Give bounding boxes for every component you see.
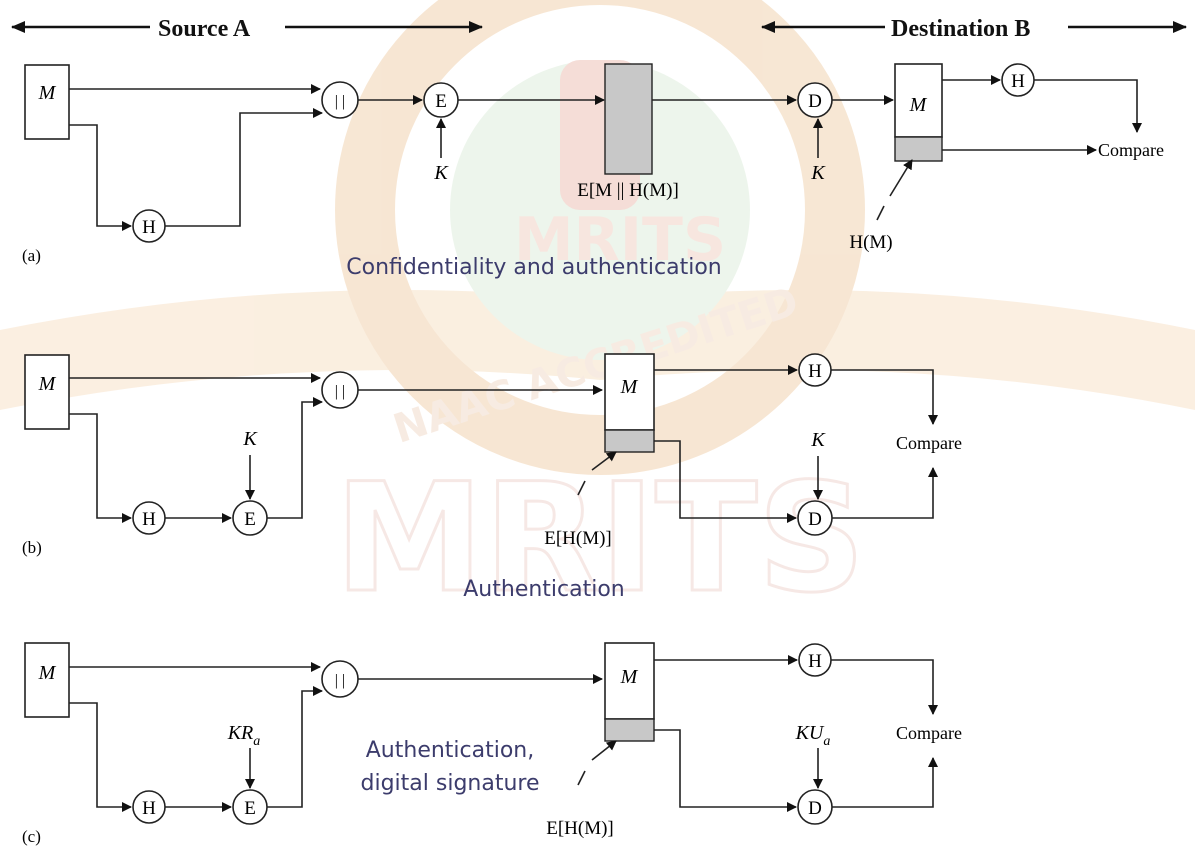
compare-label: Compare [1098,140,1164,160]
compare-label: Compare [896,433,962,453]
header: Source A Destination B [11,16,1187,42]
key-label: K [433,162,449,184]
decrypt-node-label: D [808,509,822,530]
concat-node-label: | | [335,383,345,400]
decrypt-to-compare-arrow [832,757,938,808]
transmitted-message-label: M [620,376,639,398]
digest-pointer-arrow [591,451,617,471]
source-label: Source A [158,16,251,42]
channel-label: E[H(M)] [544,528,612,549]
ciphertext-block [604,63,653,175]
decrypt-to-compare-arrow [832,467,938,519]
received-message-box [894,63,943,138]
hash-node-label: H [142,217,156,238]
panel-b: M H E K | | M H Compare D K E[H(M)] (b) [22,353,962,602]
digest-to-decrypt-arrow [654,729,797,812]
hash-node-label: H [142,509,156,530]
channel-label: E[H(M)] [546,818,614,839]
decrypt-key-label: K [810,429,826,451]
encrypt-to-concat-arrow [267,397,323,519]
panel-caption-line-2: digital signature [361,771,540,796]
hash2-node-label: H [808,361,822,382]
message-box [24,642,70,718]
decrypt-node-label: D [808,91,822,112]
hash2-node-label: H [808,651,822,672]
destination-label: Destination B [891,16,1030,42]
message-label: M [38,373,57,395]
panel-tag: (b) [22,538,42,557]
hash2-to-compare-arrow [1034,79,1142,133]
private-key-label: KRa [227,722,261,749]
key-label: K [242,428,258,450]
transmitted-message-box [604,353,655,431]
transmitted-digest-block [604,429,655,453]
encrypt-node-label: E [435,91,447,112]
hash2-node-label: H [1011,71,1025,92]
panel-c: M H E KRa | | M H Compare D KUa E[H(M)] … [22,642,962,846]
panel-tag: (c) [22,827,41,846]
message-label: M [38,662,57,684]
message-label: M [38,82,57,104]
digest-label: H(M) [849,232,892,253]
message-box [24,64,70,140]
message-to-hash-arrow [69,124,132,231]
decrypt-key-label: K [810,162,826,184]
panel-a: M H | | E K E[M || H(M)] D K M H Compare [22,63,1164,280]
hash-node-label: H [142,798,156,819]
panel-caption: Authentication [463,577,625,602]
concat-node-label: | | [335,93,345,110]
concat-node-label: | | [335,672,345,689]
hash-to-concat-arrow [165,108,323,227]
encrypt-node-label: E [244,509,256,530]
digest-pointer-dash [577,480,586,496]
encrypt-node-label: E [244,798,256,819]
panel-caption-line-1: Authentication, [366,738,535,763]
digest-pointer-dash [876,205,885,221]
message-box [24,354,70,430]
panel-caption: Confidentiality and authentication [346,255,721,280]
digest-pointer-dash [577,770,586,786]
transmitted-message-label: M [620,666,639,688]
digest-pointer-arrow [591,740,617,761]
compare-label: Compare [896,723,962,743]
digest-pointer-arrow [889,159,913,197]
decrypt-node-label: D [808,798,822,819]
panel-tag: (a) [22,246,41,265]
digest-to-decrypt-arrow [654,440,797,523]
public-key-label: KUa [795,722,831,749]
received-message-label: M [909,94,928,116]
received-digest-block [894,136,943,162]
channel-label: E[M || H(M)] [577,180,679,201]
message-to-hash-arrow [69,413,132,523]
transmitted-digest-block [604,718,655,742]
watermark-inner-text: MRITS [514,205,726,275]
watermark-text: MRITS [335,452,866,626]
message-to-hash-arrow [69,702,132,812]
encrypt-to-concat-arrow [267,686,323,808]
hash2-to-compare-arrow [831,369,938,425]
hash2-to-compare-arrow [831,659,938,715]
